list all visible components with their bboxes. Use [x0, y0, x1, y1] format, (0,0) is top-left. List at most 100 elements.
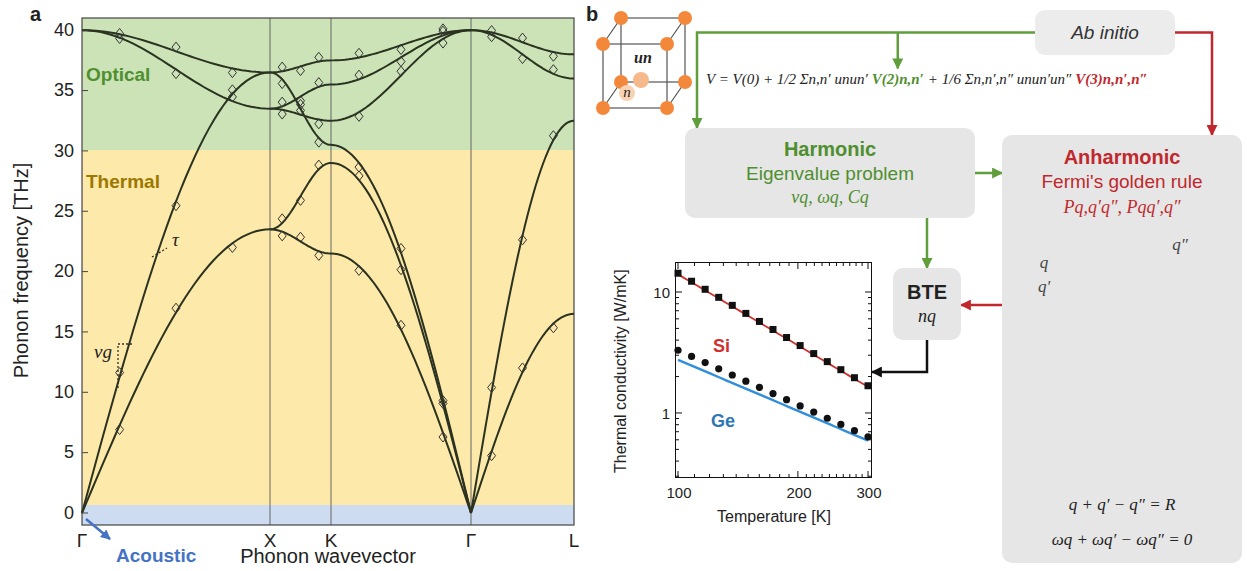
drawing-part [278, 214, 286, 224]
drawing-part [278, 109, 286, 119]
drawing-part [660, 37, 674, 51]
drawing-part [172, 201, 180, 211]
tick-label: 35 [54, 80, 74, 101]
leader-arrow [897, 33, 900, 68]
frequency-bands [82, 18, 574, 525]
symmetry-point: K [325, 530, 338, 552]
drawing-part [397, 265, 405, 275]
equation-term: V = V(0) + 1/2 Σn,n′ unun′ [706, 71, 868, 88]
node-text: ωq + ωq′ − ωq″ = 0 [1052, 530, 1193, 550]
drawing-part [278, 62, 286, 72]
panel-label: a [30, 3, 41, 26]
drawing-part [729, 302, 736, 309]
drawing-part [439, 26, 447, 36]
symmetry-point: X [264, 530, 277, 552]
drawing-part [397, 45, 405, 55]
drawing-part [797, 402, 804, 409]
drawing-part [851, 374, 858, 381]
drawing-part [331, 163, 471, 513]
acoustic-arrow [86, 519, 110, 539]
drawing-part [471, 121, 574, 513]
process-box: HarmonicEigenvalue problemvq, ωq, Cq [685, 128, 975, 218]
drawing-part [675, 412, 682, 413]
drawing-part [82, 211, 88, 212]
drawing-part [82, 452, 88, 453]
drawing-part [621, 18, 685, 82]
connector [961, 304, 1002, 307]
drawing-part [355, 162, 363, 172]
node-text: Pq,q′q″, Pqq′,q″ [1064, 197, 1181, 218]
symmetry-lines [270, 18, 471, 525]
drawing-part [439, 38, 447, 48]
tick-label: 10 [54, 382, 74, 403]
drawing-part [688, 278, 695, 285]
drawing-part [851, 427, 858, 434]
drawing-part [675, 291, 682, 292]
drawing-part [837, 366, 844, 373]
drawing-part [116, 425, 124, 435]
drawing-part [355, 265, 363, 275]
drawing-part [315, 119, 323, 129]
drawing-part [756, 384, 763, 391]
displacement-label: un [634, 49, 652, 67]
drawing-part [678, 471, 679, 478]
drawing-part [315, 78, 323, 88]
drawing-part [864, 433, 871, 440]
measured-points [116, 24, 558, 461]
drawing-part [297, 232, 305, 242]
drawing-part [82, 18, 574, 150]
band-label: Acoustic [116, 545, 196, 567]
node-text: 10 [653, 284, 670, 301]
drawing-part [865, 291, 872, 292]
tick-label: 30 [54, 141, 74, 162]
drawing-part [865, 412, 872, 413]
drawing-part [116, 28, 124, 38]
drawing-part [865, 382, 872, 389]
drawing-part [678, 11, 692, 25]
node-text: 1 [662, 405, 670, 422]
drawing-part [596, 101, 610, 115]
drawing-part [678, 262, 679, 269]
drawing-part [519, 235, 527, 245]
drawing-part [439, 398, 447, 408]
drawing-part [660, 101, 674, 115]
drawing-part [82, 30, 88, 31]
drawing-part [742, 378, 749, 385]
drawing-part [172, 42, 180, 52]
drawing-part [519, 363, 527, 373]
symbol-label: τ [172, 229, 179, 251]
drawing-part [116, 368, 124, 378]
velocity-mark [118, 344, 132, 388]
source-box: Ab initio [1035, 10, 1175, 55]
node-text: nq [918, 306, 936, 327]
process-box: BTEnq [893, 268, 961, 340]
drawing-part [678, 274, 868, 387]
drawing-part [715, 365, 722, 372]
drawing-part [228, 242, 236, 252]
lattice-atoms [596, 11, 692, 115]
drawing-part [297, 105, 305, 115]
node-text: Ab initio [1071, 22, 1139, 44]
drawing-part [228, 68, 236, 78]
tick-label: 5 [64, 442, 74, 463]
symmetry-point: Γ [466, 530, 476, 552]
drawing-part [82, 150, 88, 151]
connector [975, 172, 1002, 175]
tick-label: 25 [54, 201, 74, 222]
drawing-part [397, 66, 405, 76]
drawing-part [82, 229, 270, 513]
drawing-part [270, 85, 331, 109]
drawing-part [172, 303, 180, 313]
symbol-label: vg [94, 341, 112, 363]
inset-plot: Thermal conductivity [W/mK]101100200300T… [675, 262, 872, 478]
node-text: 100 [666, 484, 691, 501]
drawing-part [488, 451, 496, 461]
symmetry-point: Γ [77, 530, 87, 552]
drawing-part [172, 69, 180, 79]
drawing-part [315, 160, 323, 170]
drawing-part [331, 253, 471, 513]
drawing-part [614, 11, 628, 25]
equation-term: V(2)n,n′ [872, 71, 924, 88]
node-text: Temperature [K] [717, 508, 831, 526]
